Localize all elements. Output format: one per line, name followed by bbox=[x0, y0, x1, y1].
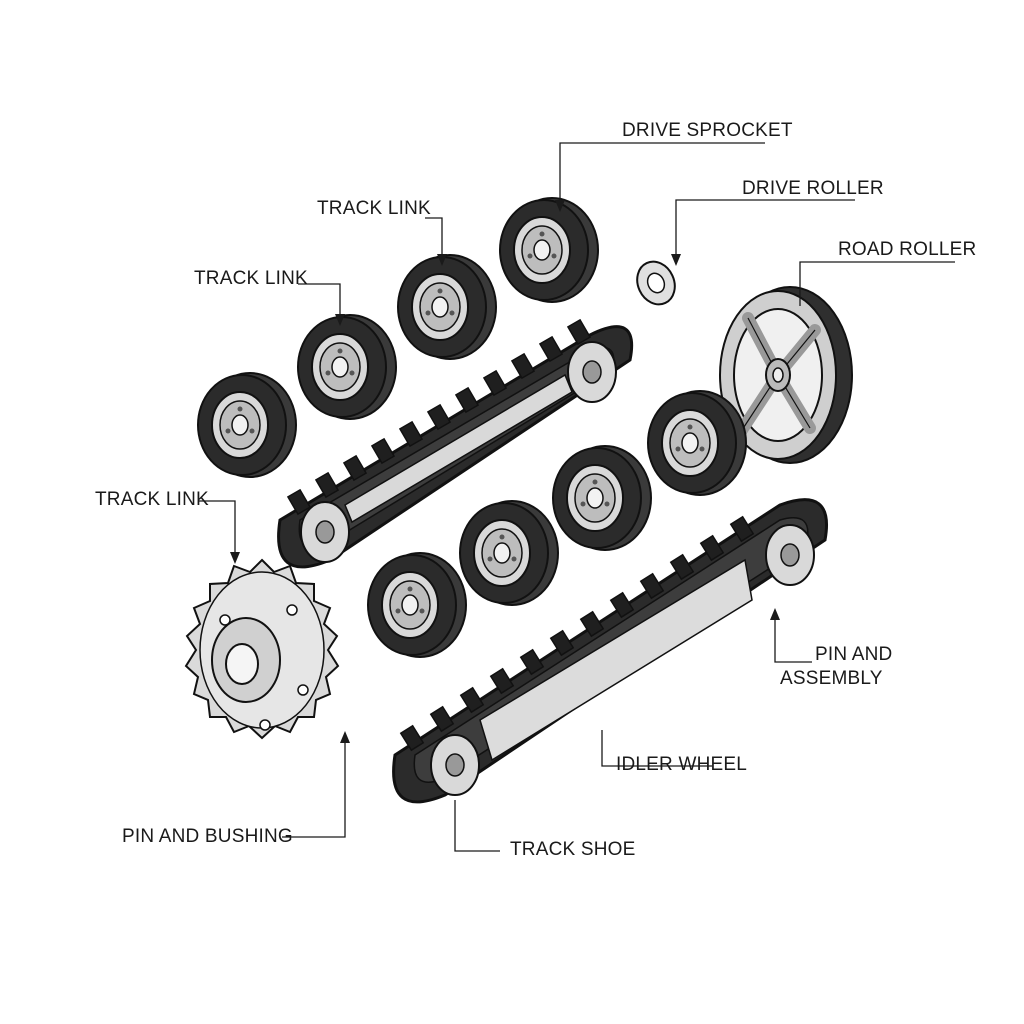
road-roller-wheel bbox=[719, 286, 853, 464]
label-track-link-left: TRACK LINK bbox=[95, 489, 209, 510]
label-pin-and-assembly-line2: ASSEMBLY bbox=[780, 668, 883, 689]
label-drive-roller: DRIVE ROLLER bbox=[742, 178, 884, 199]
label-drive-sprocket: DRIVE SPROCKET bbox=[622, 120, 793, 141]
label-idler-wheel: IDLER WHEEL bbox=[616, 754, 748, 775]
roller-3 bbox=[397, 254, 497, 360]
roller-7 bbox=[552, 445, 652, 551]
lower-track-assembly bbox=[392, 498, 828, 804]
label-track-link-mid: TRACK LINK bbox=[194, 268, 308, 289]
roller-5 bbox=[367, 552, 467, 658]
upper-track-assembly bbox=[277, 318, 634, 569]
leader-arrowheads bbox=[230, 200, 780, 743]
label-pin-and-bushing: PIN AND BUSHING bbox=[122, 826, 293, 847]
label-pin-and-assembly-line1: PIN AND bbox=[815, 644, 893, 665]
roller-1 bbox=[197, 372, 297, 478]
label-track-shoe: TRACK SHOE bbox=[510, 839, 636, 860]
roller-4 bbox=[499, 197, 599, 303]
label-track-link-top: TRACK LINK bbox=[317, 198, 431, 219]
sprocket-gear bbox=[184, 558, 340, 740]
roller-2 bbox=[297, 314, 397, 420]
leader-lines bbox=[198, 142, 955, 852]
roller-8 bbox=[647, 390, 747, 496]
roller-6 bbox=[459, 500, 559, 606]
drive-roller-washer bbox=[636, 260, 676, 306]
label-road-roller: ROAD ROLLER bbox=[838, 239, 977, 260]
